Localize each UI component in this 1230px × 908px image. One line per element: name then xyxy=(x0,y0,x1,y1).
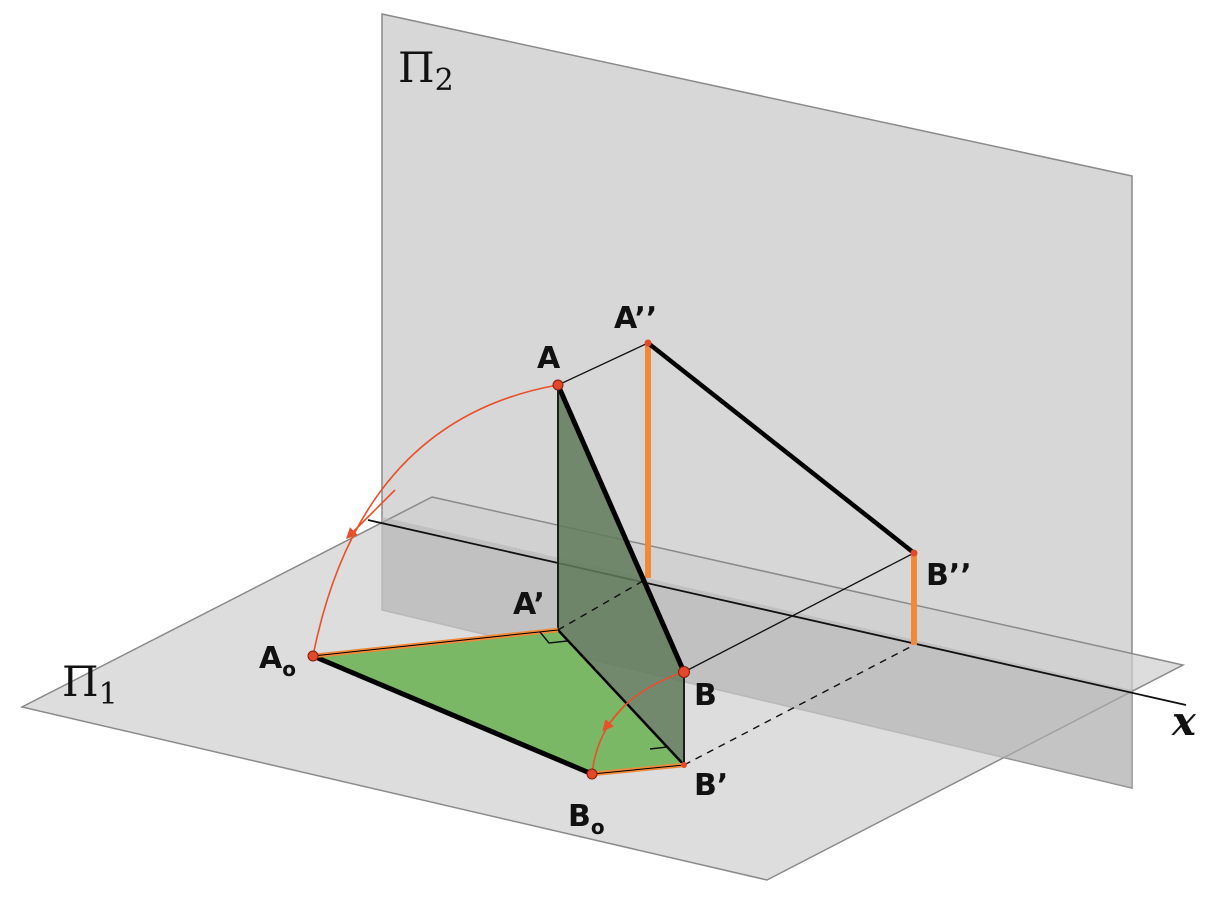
point-a2-marker xyxy=(644,339,652,347)
label-pi1: Π1 xyxy=(62,657,118,712)
dashed-line-a1-axis xyxy=(557,577,649,631)
label-point-a1: A’ xyxy=(513,587,545,622)
label-point-a: A xyxy=(537,341,561,376)
label-pi2: Π2 xyxy=(398,43,454,98)
point-b-marker xyxy=(678,666,690,678)
x-axis-line xyxy=(367,519,1187,706)
point-a0-marker xyxy=(307,650,319,662)
right-angle-marker-b1 xyxy=(649,746,677,758)
segment-a-b xyxy=(555,383,687,674)
segment-b0-b1-core xyxy=(591,764,685,775)
segment-a2-b2 xyxy=(646,341,916,555)
dashed-line-b1-axis xyxy=(683,644,915,766)
rotation-arc-b-arrow xyxy=(602,704,626,732)
label-point-a0: Ao xyxy=(259,641,296,681)
label-x-axis: x xyxy=(1171,698,1197,745)
segment-a0-a1-core xyxy=(312,629,559,657)
label-point-b1: B’ xyxy=(694,768,728,803)
point-b1-marker xyxy=(681,762,687,768)
segment-a1-b1 xyxy=(557,629,685,766)
right-angle-marker-a1 xyxy=(539,631,568,644)
label-point-b: B xyxy=(694,678,717,713)
label-point-b2: B’’ xyxy=(926,558,972,593)
connector-b-b2 xyxy=(683,552,915,673)
rotation-arc-a xyxy=(312,384,559,657)
point-b2-marker xyxy=(910,549,918,557)
segment-a0-b0 xyxy=(312,653,593,777)
label-point-a2: A’’ xyxy=(614,301,657,336)
connector-a-a2 xyxy=(557,342,649,386)
point-a-marker xyxy=(552,379,564,391)
rotation-arc-a-arrow xyxy=(346,489,396,539)
point-b0-marker xyxy=(586,768,598,780)
label-point-b0: Bo xyxy=(568,799,605,839)
